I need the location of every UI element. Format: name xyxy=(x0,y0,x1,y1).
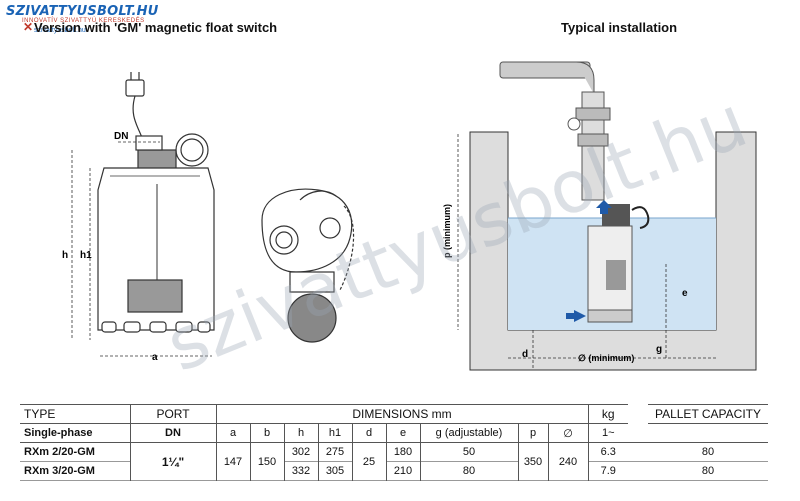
row-kg: 6.3 xyxy=(587,442,628,462)
brand-logo: SZIVATTYUSBOLT.HU xyxy=(6,4,159,19)
row-pallet: 80 xyxy=(701,446,715,458)
row-port: 1¼" xyxy=(129,442,216,481)
label-h: h xyxy=(62,250,68,261)
cross-icon: ✕ xyxy=(23,20,34,34)
pump-top-view xyxy=(261,188,355,343)
spec-table: TYPE PORT DIMENSIONS mm kg PALLET CAPACI… xyxy=(20,404,768,481)
label-e: e xyxy=(682,288,688,299)
front-dimension-lines xyxy=(71,141,212,357)
left-title: Version with 'GM' magnetic float switch xyxy=(34,20,278,35)
header-row: TYPE PORT DIMENSIONS mm kg PALLET CAPACI… xyxy=(20,404,768,424)
brand-subtitle: INNOVATÍV SZIVATTYÚ KERESKEDÉS xyxy=(22,18,145,24)
label-d: d xyxy=(522,349,528,360)
brand-url: szivattyusbolt.hu xyxy=(34,27,86,34)
row-kg: 7.9 xyxy=(587,461,628,481)
installation-dimension-lines xyxy=(457,134,716,370)
row-e: 180 xyxy=(385,442,420,462)
row-p: 350 xyxy=(517,442,548,481)
row-pallet: 80 xyxy=(701,465,715,477)
label-dn: DN xyxy=(114,131,128,142)
row-e: 210 xyxy=(385,461,420,481)
row-g: 80 xyxy=(419,461,518,481)
col-h1: h1 xyxy=(317,423,352,443)
row-a: 147 xyxy=(215,442,250,481)
subheader-dn: DN xyxy=(129,423,216,443)
row-h1: 305 xyxy=(317,461,352,481)
table-row: RXm 3/20-GM 332 305 210 80 7.9 80 xyxy=(20,461,768,481)
installation-pit xyxy=(469,61,757,371)
row-g: 50 xyxy=(419,442,518,462)
col-diameter: ∅ xyxy=(547,423,588,443)
subheader-row: Single-phase DN a b h h1 d e g (adjustab… xyxy=(20,423,768,443)
row-type: RXm 3/20-GM xyxy=(24,465,95,477)
row-h1: 275 xyxy=(317,442,352,462)
col-p: p xyxy=(517,423,548,443)
col-h: h xyxy=(283,423,318,443)
row-h: 302 xyxy=(283,442,318,462)
header-port: PORT xyxy=(129,404,216,424)
col-g: g (adjustable) xyxy=(419,423,518,443)
col-a: a xyxy=(215,423,250,443)
header-pallet: PALLET CAPACITY xyxy=(648,404,768,424)
row-diameter: 240 xyxy=(547,442,588,481)
header-dimensions: DIMENSIONS mm xyxy=(215,404,588,424)
table-row: RXm 2/20-GM 1¼" 147 150 302 275 25 180 5… xyxy=(20,442,768,481)
technical-drawing: DN h h1 a xyxy=(62,61,758,388)
row-h: 332 xyxy=(283,461,318,481)
row-d: 25 xyxy=(351,442,386,481)
col-e: e xyxy=(385,423,420,443)
label-diameter-minimum: ∅ (minimum) xyxy=(578,353,634,363)
subheader-kg: 1~ xyxy=(587,423,628,443)
label-p-minimum: p (minimum) xyxy=(442,204,452,258)
subheader-phase: Single-phase xyxy=(24,427,93,439)
label-h1: h1 xyxy=(80,250,92,261)
row-b: 150 xyxy=(249,442,284,481)
right-title: Typical installation xyxy=(561,20,678,35)
header-kg: kg xyxy=(587,404,628,424)
pump-front-view xyxy=(97,72,215,333)
row-type: RXm 2/20-GM xyxy=(24,446,95,458)
col-d: d xyxy=(351,423,386,443)
label-a: a xyxy=(152,352,158,363)
label-g: g xyxy=(656,344,662,355)
col-b: b xyxy=(249,423,284,443)
header-type: TYPE xyxy=(20,404,130,424)
